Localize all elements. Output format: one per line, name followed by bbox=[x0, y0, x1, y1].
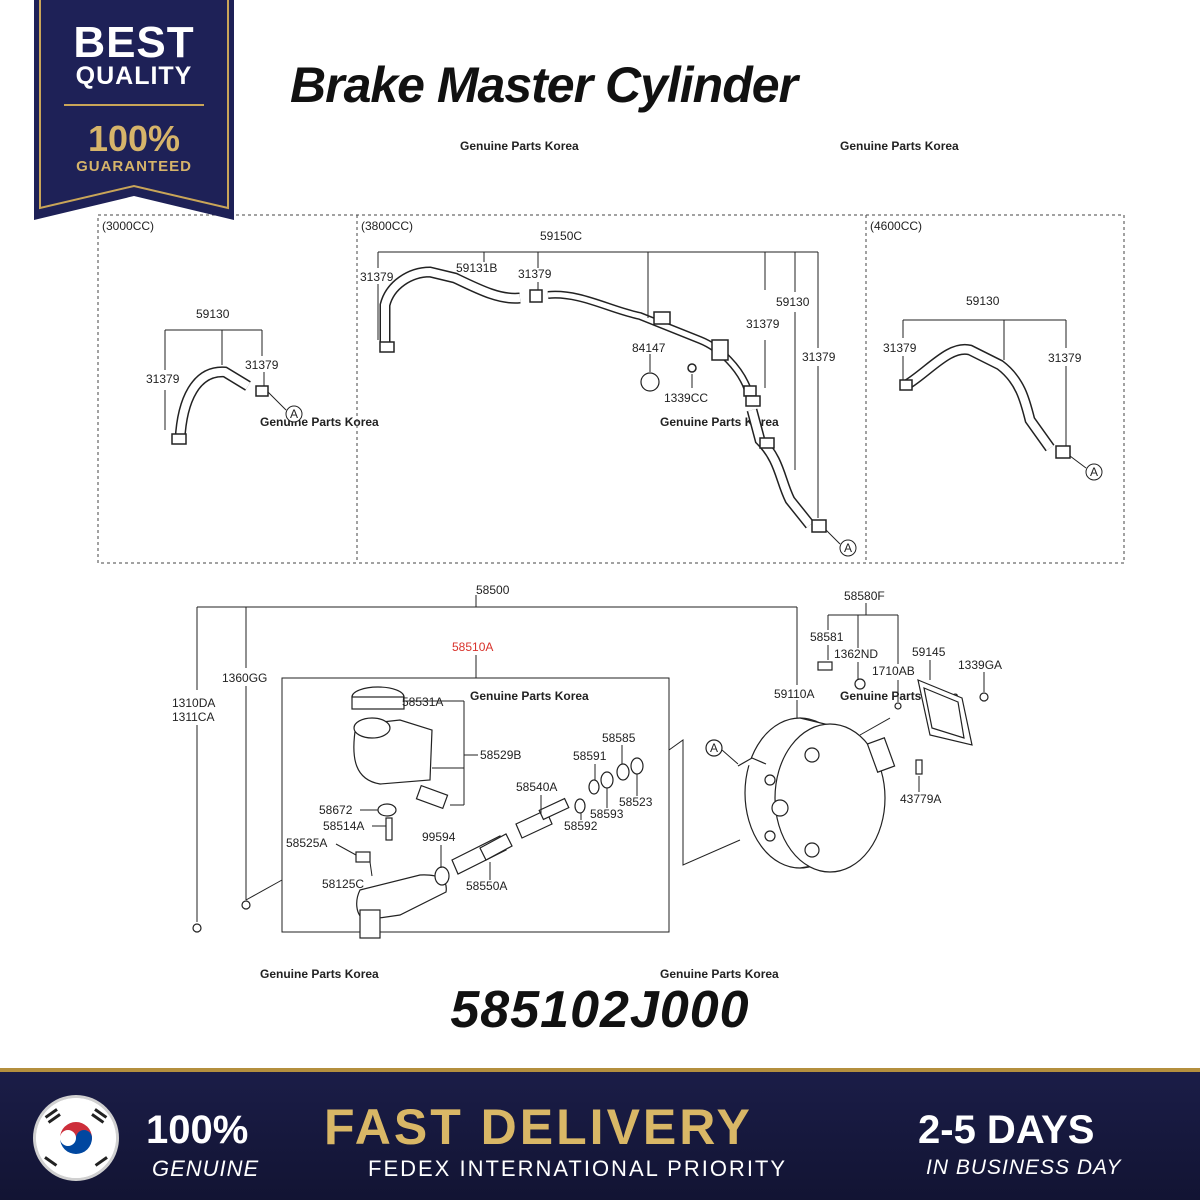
callout: 58672 bbox=[319, 803, 353, 817]
badge-guaranteed: GUARANTEED bbox=[76, 158, 192, 175]
hardware bbox=[192, 900, 251, 933]
part-number: 585102J000 bbox=[450, 981, 750, 1039]
highlight-callout: 58510A bbox=[452, 640, 493, 654]
hose-3800 bbox=[377, 251, 857, 557]
korea-flag-icon bbox=[36, 1098, 116, 1178]
callout: 31379 bbox=[518, 267, 552, 281]
engine-label-4600: (4600CC) bbox=[870, 219, 922, 233]
callout: 31379 bbox=[802, 350, 836, 364]
callout: 31379 bbox=[245, 358, 279, 372]
callout: 59150C bbox=[540, 229, 582, 243]
callout: 1310DA bbox=[172, 696, 215, 710]
master-cylinder bbox=[351, 686, 644, 939]
callout: 58540A bbox=[516, 780, 557, 794]
hose-4600 bbox=[899, 319, 1103, 481]
marker-a: A bbox=[710, 741, 718, 755]
genuine-label: GENUINE bbox=[152, 1156, 260, 1181]
assembly-leaders bbox=[196, 595, 798, 933]
callout: 58592 bbox=[564, 819, 598, 833]
callout: 58581 bbox=[810, 630, 844, 644]
engine-panels bbox=[97, 214, 1125, 564]
badge-ribbon bbox=[34, 0, 234, 220]
badge-best: BEST bbox=[73, 18, 195, 67]
callout: 58585 bbox=[602, 731, 636, 745]
callout: 58125C bbox=[322, 877, 364, 891]
callout: 58529B bbox=[480, 748, 521, 762]
callout: 58550A bbox=[466, 879, 507, 893]
engine-label-3000: (3000CC) bbox=[102, 219, 154, 233]
business-day-label: IN BUSINESS DAY bbox=[926, 1156, 1122, 1179]
callout: 59110A bbox=[774, 687, 814, 701]
parts-diagram: Genuine Parts Korea Genuine Parts Korea … bbox=[97, 139, 1125, 981]
badge-quality: QUALITY bbox=[75, 62, 193, 90]
callout: 58593 bbox=[590, 807, 624, 821]
watermark: Genuine Parts Korea bbox=[260, 415, 379, 429]
watermark: Genuine Parts Korea bbox=[460, 139, 579, 153]
callout: 1311CA bbox=[172, 710, 214, 724]
callout: 58580F bbox=[844, 589, 885, 603]
callout: 1339CC bbox=[664, 391, 708, 405]
badge-100: 100% bbox=[87, 118, 181, 159]
callout: 59131B bbox=[456, 261, 497, 275]
callout: 59145 bbox=[912, 645, 946, 659]
callout: 84147 bbox=[632, 341, 666, 355]
engine-label-3800: (3800CC) bbox=[361, 219, 413, 233]
fedex-label: FEDEX INTERNATIONAL PRIORITY bbox=[368, 1156, 788, 1181]
callout: 31379 bbox=[146, 372, 180, 386]
callout: 58514A bbox=[323, 819, 364, 833]
callout: 59130 bbox=[776, 295, 810, 309]
marker-a: A bbox=[290, 407, 298, 421]
part-leaders bbox=[335, 700, 638, 880]
callout: 58523 bbox=[619, 795, 653, 809]
callout: 58525A bbox=[286, 836, 327, 850]
marker-a: A bbox=[1090, 465, 1098, 479]
fast-delivery-heading: FAST DELIVERY bbox=[324, 1099, 753, 1155]
watermark: Genuine Parts Korea bbox=[840, 139, 959, 153]
callout: 31379 bbox=[883, 341, 917, 355]
callout: 59130 bbox=[966, 294, 1000, 308]
page-title: Brake Master Cylinder bbox=[290, 57, 798, 113]
callout: 31379 bbox=[360, 270, 394, 284]
watermark: Genuine Parts Korea bbox=[660, 967, 779, 981]
watermark: Genuine Parts Korea bbox=[260, 967, 379, 981]
callout: 1362ND bbox=[834, 647, 878, 661]
banner-top-line bbox=[0, 1068, 1200, 1072]
marker-a: A bbox=[844, 541, 852, 555]
badge-divider bbox=[64, 104, 204, 106]
callout: 58531A bbox=[402, 695, 443, 709]
watermark: Genuine Parts Korea bbox=[470, 689, 589, 703]
assembly-callout: 58500 bbox=[476, 583, 510, 597]
callout: 58591 bbox=[573, 749, 607, 763]
callout: 43779A bbox=[900, 792, 941, 806]
callout: 31379 bbox=[1048, 351, 1082, 365]
callout: 1339GA bbox=[958, 658, 1002, 672]
callout: 1360GG bbox=[222, 671, 267, 685]
callout: 99594 bbox=[422, 830, 456, 844]
brake-booster bbox=[705, 661, 989, 873]
best-quality-badge: BEST QUALITY 100% GUARANTEED bbox=[34, 0, 234, 220]
genuine-percent: 100% bbox=[146, 1108, 249, 1152]
delivery-days: 2-5 DAYS bbox=[918, 1108, 1095, 1152]
callout: 31379 bbox=[746, 317, 780, 331]
booster-leaders bbox=[721, 603, 985, 792]
hose-3000 bbox=[164, 329, 303, 445]
delivery-banner: 100% GENUINE FAST DELIVERY FEDEX INTERNA… bbox=[0, 1068, 1200, 1200]
callout: 1710AB bbox=[872, 664, 915, 678]
callout: 59130 bbox=[196, 307, 230, 321]
